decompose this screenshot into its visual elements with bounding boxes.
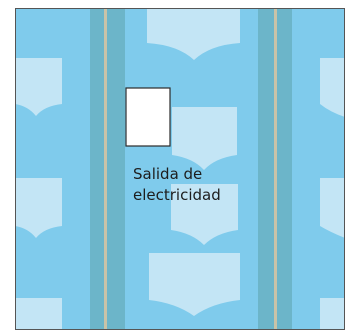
shield-shape <box>15 178 62 238</box>
shield-shape <box>149 253 240 316</box>
shield-shape <box>147 8 240 60</box>
shield-pattern <box>15 8 345 330</box>
shield-shape <box>15 58 62 116</box>
shield-shape <box>172 107 237 170</box>
outlet-label-line-1: Salida de <box>133 165 203 183</box>
diagram-frame <box>15 8 345 330</box>
shield-shape <box>320 298 345 330</box>
outlet-label-line-2: electricidad <box>133 186 221 204</box>
shield-shape <box>15 298 62 330</box>
right-stud <box>258 8 292 330</box>
outlet-label: Salida de electricidad <box>133 164 221 206</box>
left-stud <box>90 8 125 330</box>
shield-shape <box>171 184 238 245</box>
shield-shape <box>320 58 345 117</box>
electrical-outlet-box <box>125 87 171 147</box>
shield-shape <box>320 178 345 238</box>
